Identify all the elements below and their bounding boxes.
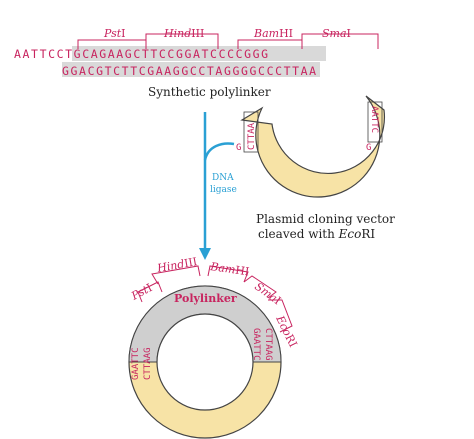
vector-caption-line1: Plasmid cloning vector	[256, 212, 395, 226]
polylinker-label: Polylinker	[174, 292, 237, 305]
vector-right-end: AATTC	[369, 106, 379, 133]
bottom-strand: GGACGTCTTCGAAGGCCTAGGGGCCCTTAA	[62, 64, 318, 78]
left-end-box	[243, 111, 259, 153]
enzyme-label-pst: PstI	[103, 27, 126, 40]
recombinant-plasmid-inner	[156, 313, 254, 411]
bottom-strand-shade	[62, 62, 320, 77]
enzyme-brackets	[77, 33, 379, 49]
arrow-head	[199, 248, 211, 260]
enzyme-label-sma: SmaI	[322, 27, 351, 40]
right-junction-inner: CTTAAG	[263, 328, 273, 361]
top-strand: AATTCCTGCAGAAGCTTCCGGATCCCCGGG	[14, 47, 270, 61]
vector-left-end: CTTAA	[247, 122, 257, 150]
ligation-arrow	[203, 112, 235, 250]
polylinker-caption: Synthetic polylinker	[148, 85, 271, 99]
ligase-label-line1: DNA	[212, 173, 234, 183]
vector-left-g: G	[236, 143, 241, 153]
enzyme-label-hind: HindIII	[163, 27, 204, 40]
left-junction-outer: GAATTC	[131, 347, 141, 380]
enzyme-label-bam: BamHI	[253, 27, 293, 40]
vector-caption-line2: cleaved with EcoRI	[258, 227, 375, 241]
product-enzyme-bam: BamHI	[209, 260, 250, 278]
vector-right-g: G	[366, 143, 371, 153]
right-junction-outer: GAATTC	[251, 328, 261, 361]
ligase-label-line2: ligase	[210, 185, 237, 195]
open-plasmid-vector	[240, 95, 386, 198]
right-end-box	[367, 101, 383, 143]
product-enzyme-brackets	[137, 265, 293, 333]
top-strand-shade	[72, 46, 326, 61]
left-junction-inner: CTTAAG	[143, 347, 153, 380]
product-enzyme-hind: HindIII	[155, 255, 198, 275]
product-enzyme-sma: SmaI	[252, 280, 283, 307]
